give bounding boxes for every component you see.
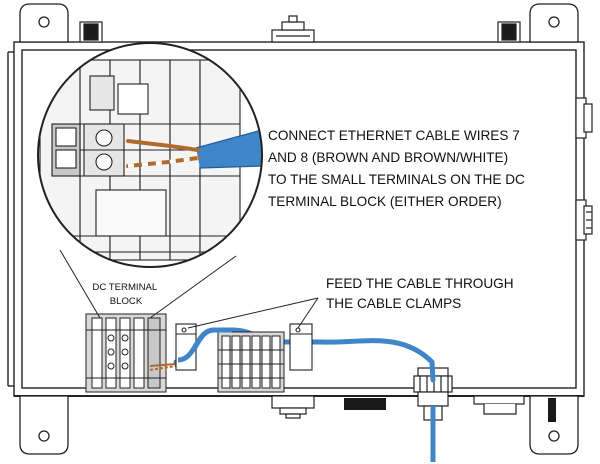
cable-clamp-instruction: FEED THE CABLE THROUGH THE CABLE CLAMPS xyxy=(326,276,517,311)
wiring-instruction-line: TERMINAL BLOCK (EITHER ORDER) xyxy=(268,194,502,209)
cable-clamp-line: THE CABLE CLAMPS xyxy=(326,296,461,311)
wiring-instruction-line: TO THE SMALL TERMINALS ON THE DC xyxy=(268,172,525,187)
bracket-bottom-right xyxy=(473,395,525,415)
terminal-block-center xyxy=(217,331,285,393)
mounting-tab-top-right xyxy=(529,3,579,43)
connector-bottom xyxy=(344,398,386,410)
wiring-instruction-line: AND 8 (BROWN AND BROWN/WHITE) xyxy=(268,150,508,165)
cable-clamp-line: FEED THE CABLE THROUGH xyxy=(326,276,514,291)
mounting-hole-icon xyxy=(548,16,560,28)
dc-terminal-block xyxy=(85,313,167,393)
mounting-tab-top-left xyxy=(19,3,69,43)
black-tab-bottom-right xyxy=(548,398,556,422)
mounting-tab-bottom-right xyxy=(529,395,579,455)
wiring-instruction-line: CONNECT ETHERNET CABLE WIRES 7 xyxy=(268,128,520,143)
dc-terminal-block-label-line: DC TERMINAL xyxy=(92,282,158,293)
dc-terminal-block-label: DC TERMINAL BLOCK xyxy=(92,282,159,307)
dc-terminal-block-label-line: BLOCK xyxy=(110,296,143,307)
mounting-tab-bottom-left xyxy=(19,395,69,455)
latch-bottom-center xyxy=(271,395,315,419)
mounting-hole-icon xyxy=(548,430,560,442)
magnified-detail xyxy=(37,42,263,268)
latch-right-lower xyxy=(575,199,593,241)
wiring-instruction: CONNECT ETHERNET CABLE WIRES 7 AND 8 (BR… xyxy=(268,128,529,209)
small-brown-wires xyxy=(149,363,177,367)
mounting-hole-icon xyxy=(38,16,50,28)
cable-clamp-right xyxy=(289,323,313,371)
magnifier-pointer-lines xyxy=(59,249,237,319)
hinge-top-left xyxy=(79,21,103,43)
clamp-leader-lines xyxy=(187,297,319,329)
latch-top-center xyxy=(271,15,315,43)
mounting-hole-icon xyxy=(38,430,50,442)
hinge-top-right xyxy=(497,21,521,43)
latch-right-upper xyxy=(575,97,593,139)
